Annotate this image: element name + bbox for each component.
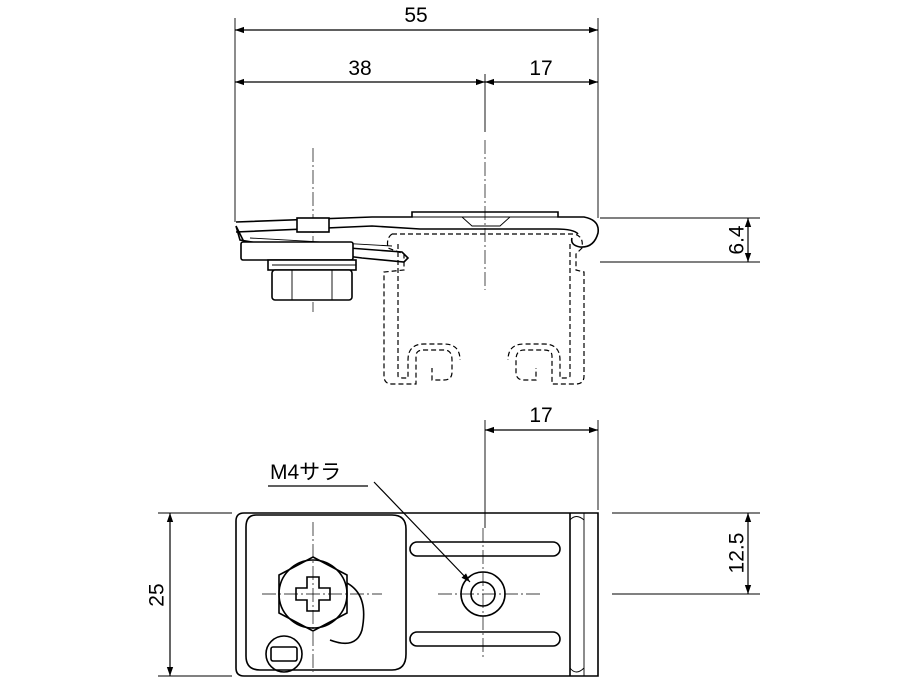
dimension-label-55: 55 — [404, 4, 427, 27]
screw-head-plan — [262, 522, 382, 672]
dimension-overall-width: 55 — [234, 4, 599, 222]
dimension-label-12-5: 12.5 — [726, 533, 749, 574]
bracket-plate-plan — [235, 512, 599, 677]
screw-head-side — [296, 217, 330, 233]
washer-side — [240, 241, 354, 261]
dimension-width: 25 — [146, 512, 232, 677]
side-view: 55 38 17 6.4 — [234, 4, 760, 385]
rail-hidden-outline — [383, 233, 585, 385]
dimension-label-17-top: 17 — [529, 57, 552, 80]
lock-tab — [265, 635, 303, 673]
screw-assembly-side — [240, 217, 357, 301]
dimension-label-17-bottom: 17 — [529, 404, 552, 427]
slot-lower — [409, 631, 561, 647]
screw-callout: M4サラ — [268, 461, 471, 583]
dimension-right-offset-bottom: 17 — [484, 404, 599, 528]
nut-side — [271, 269, 353, 301]
screw-callout-label: M4サラ — [270, 461, 341, 484]
plan-view: 17 12.5 25 M4サラ — [146, 404, 760, 677]
dimension-height: 6.4 — [600, 217, 760, 263]
slot-upper — [409, 541, 561, 557]
dimension-label-38: 38 — [348, 57, 371, 80]
dimension-half-width: 12.5 — [612, 512, 760, 595]
bracket-plate-side — [235, 211, 600, 263]
dimension-label-6-4: 6.4 — [726, 225, 749, 255]
dimension-offsets: 38 17 — [235, 57, 598, 132]
washer-edge — [329, 579, 365, 645]
dimension-label-25: 25 — [146, 583, 169, 606]
